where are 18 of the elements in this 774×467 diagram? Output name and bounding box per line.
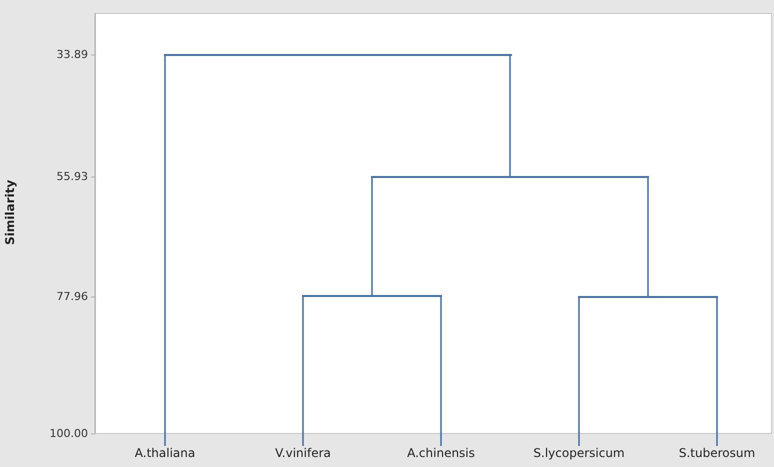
leaf-label: A.chinensis [407,446,475,461]
leaf-label: A.thaliana [134,446,196,461]
branch-line [716,298,718,446]
branch-line [440,297,442,446]
axis-tick-label: 100.00 [48,427,88,440]
axis-title: Similarity [3,180,17,245]
branch-line [371,178,373,295]
branch-line [647,178,649,296]
leaf-label: S.lycopersicum [533,446,625,461]
leaf-label: V.vinifera [275,446,331,461]
branch-line [164,56,166,446]
branch-line [578,298,580,446]
axis-tick-label: 77.96 [56,290,88,303]
axis-tick-label: 33.89 [56,48,88,61]
leaf-label: S.tuberosum [678,446,756,461]
axis-tick-label: 55.93 [56,170,88,183]
branch-line [509,56,511,176]
branch-line [302,297,304,446]
